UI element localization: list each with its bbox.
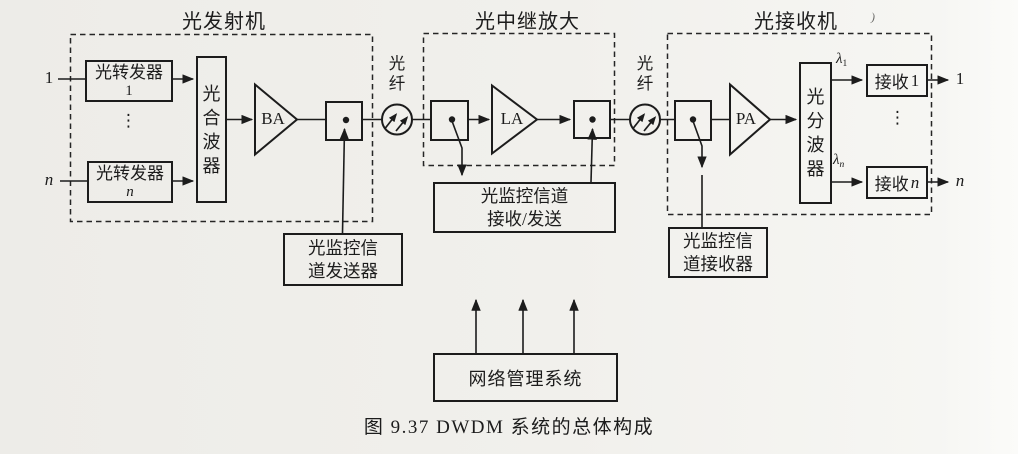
osc-coupler4-box bbox=[674, 100, 712, 141]
transponder1-box: 光转发器 1 bbox=[85, 60, 173, 102]
osc-coupler2-box bbox=[430, 100, 469, 141]
lambda1-label: λ1 bbox=[836, 51, 848, 69]
line-amplifier-label: LA bbox=[500, 109, 524, 128]
input-n-label: n bbox=[44, 170, 54, 189]
coupler4-to-osc-rx-arrow bbox=[692, 120, 707, 169]
osc-tx-to-coupler1-arrow bbox=[339, 127, 350, 234]
optical-demultiplexer-box: 光 分 波 器 bbox=[799, 62, 832, 204]
receiver-n-index: n bbox=[910, 172, 920, 192]
receiver-n-label: 接收 bbox=[874, 175, 909, 194]
optical-multiplexer-box: 光 合 波 器 bbox=[196, 56, 227, 203]
pre-amplifier-triangle bbox=[729, 82, 772, 157]
receiver-ellipsis: ⋮ bbox=[889, 108, 906, 128]
osc-receiver-label: 光监控信 道接收器 bbox=[683, 230, 753, 274]
receiver-section-title: 光接收机 bbox=[754, 11, 838, 33]
optical-multiplexer-label: 光 合 波 器 bbox=[202, 83, 221, 176]
transponder-n-label: 光转发器 bbox=[96, 164, 164, 183]
booster-amplifier-label: BA bbox=[261, 109, 285, 128]
fiber-label-1: 光 纤 bbox=[388, 54, 406, 93]
osc-transmitter-box: 光监控信 道发送器 bbox=[283, 233, 403, 286]
pre-amplifier-label: PA bbox=[735, 109, 757, 128]
transponder-n-index: n bbox=[126, 184, 134, 200]
output1-label: 1 bbox=[955, 69, 965, 88]
osc-coupler3-box bbox=[573, 100, 611, 139]
repeater-section-title: 光中继放大 bbox=[475, 11, 580, 33]
fiber-label-2: 光 纤 bbox=[636, 54, 654, 93]
osc-receiver-box: 光监控信 道接收器 bbox=[668, 227, 768, 278]
transponder1-label: 光转发器 bbox=[95, 63, 163, 82]
transmitter-section-title: 光发射机 bbox=[182, 11, 266, 33]
transponder-n-box: 光转发器 n bbox=[87, 161, 173, 203]
lambda-n-label: λn bbox=[833, 152, 845, 170]
booster-amplifier-triangle bbox=[254, 82, 299, 157]
network-management-system-box: 网络管理系统 bbox=[433, 353, 618, 402]
optical-demultiplexer-label: 光 分 波 器 bbox=[806, 87, 825, 179]
network-management-system-label: 网络管理系统 bbox=[468, 368, 583, 389]
line-amplifier-triangle bbox=[491, 83, 539, 156]
coupler2-tap-dot bbox=[448, 116, 456, 123]
transponder1-index: 1 bbox=[125, 83, 133, 99]
coupler2-to-osc-arrow bbox=[451, 120, 467, 177]
input1-label: 1 bbox=[44, 68, 54, 87]
fiber-symbol-2 bbox=[629, 103, 661, 136]
coupler4-tap-dot bbox=[689, 116, 697, 123]
receiver1-index: 1 bbox=[910, 70, 920, 90]
receiver-section-frame bbox=[666, 32, 933, 216]
receiver1-label: 接收 bbox=[874, 73, 909, 92]
osc-transceiver-box: 光监控信道 接收/发送 bbox=[433, 182, 616, 233]
output-n-label: n bbox=[955, 171, 965, 190]
figure-caption: 图 9.37 DWDM 系统的总体构成 bbox=[363, 417, 655, 438]
transmitter-section-frame bbox=[69, 33, 374, 223]
osc-transceiver-label: 光监控信道 接收/发送 bbox=[480, 185, 569, 229]
fiber-symbol-1 bbox=[381, 103, 413, 136]
repeater-section-frame bbox=[422, 32, 616, 167]
osc-transmitter-label: 光监控信 道发送器 bbox=[308, 237, 378, 281]
coupler1-tap-dot bbox=[342, 116, 350, 124]
osc-coupler1-box bbox=[325, 101, 363, 141]
transponder-ellipsis: ⋮ bbox=[120, 111, 137, 131]
coupler3-tap-dot bbox=[589, 116, 596, 123]
